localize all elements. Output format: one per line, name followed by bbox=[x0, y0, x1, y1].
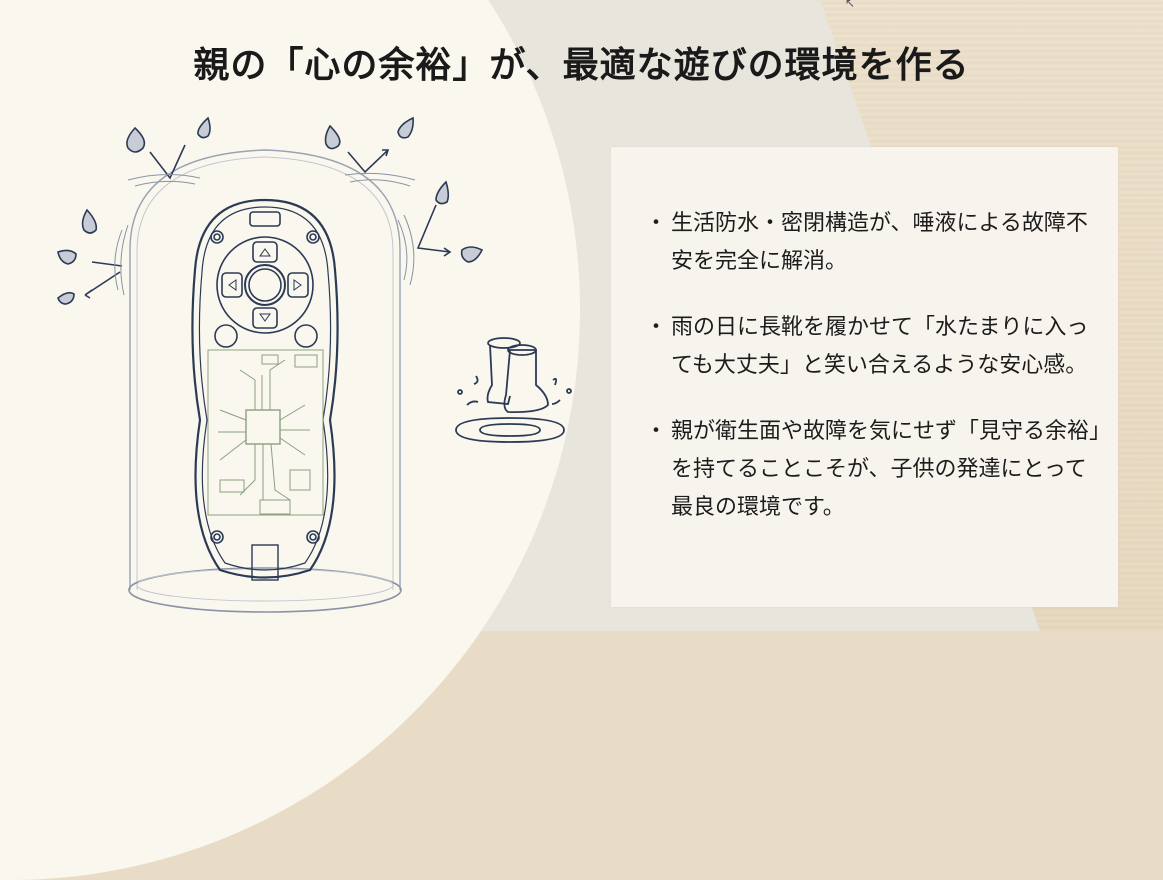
bullet-card: ・ 生活防水・密閉構造が、唾液による故障不安を完全に解消。 ・ 雨の日に長靴を履… bbox=[611, 147, 1118, 607]
bullet-text: 雨の日に長靴を履かせて「水たまりに入っても大丈夫」と笑い合えるような安心感。 bbox=[671, 315, 1089, 378]
bullet-dot: ・ bbox=[645, 211, 668, 236]
bullet-text: 親が衛生面や故障を気にせず「見守る余裕」を持てることこそが、子供の発達にとって最… bbox=[671, 419, 1101, 520]
bullet-list: ・ 生活防水・密閉構造が、唾液による故障不安を完全に解消。 ・ 雨の日に長靴を履… bbox=[641, 205, 1101, 555]
rain-boots-icon bbox=[455, 337, 572, 443]
bullet-text: 生活防水・密閉構造が、唾液による故障不安を完全に解消。 bbox=[671, 211, 1088, 274]
slide-title: 親の「心の余裕」が、最適な遊びの環境を作る bbox=[193, 45, 970, 86]
bullet-item: ・ 生活防水・密閉構造が、唾液による故障不安を完全に解消。 bbox=[641, 205, 1101, 281]
bullet-dot: ・ bbox=[645, 315, 668, 340]
mouse-cursor-icon: ↖ bbox=[845, 0, 856, 10]
waterproof-device-illustration bbox=[57, 116, 572, 613]
bullet-item: ・ 雨の日に長靴を履かせて「水たまりに入っても大丈夫」と笑い合えるような安心感。 bbox=[641, 309, 1101, 385]
bullet-dot: ・ bbox=[645, 419, 668, 444]
bullet-item: ・ 親が衛生面や故障を気にせず「見守る余裕」を持てることこそが、子供の発達にとっ… bbox=[641, 413, 1101, 527]
